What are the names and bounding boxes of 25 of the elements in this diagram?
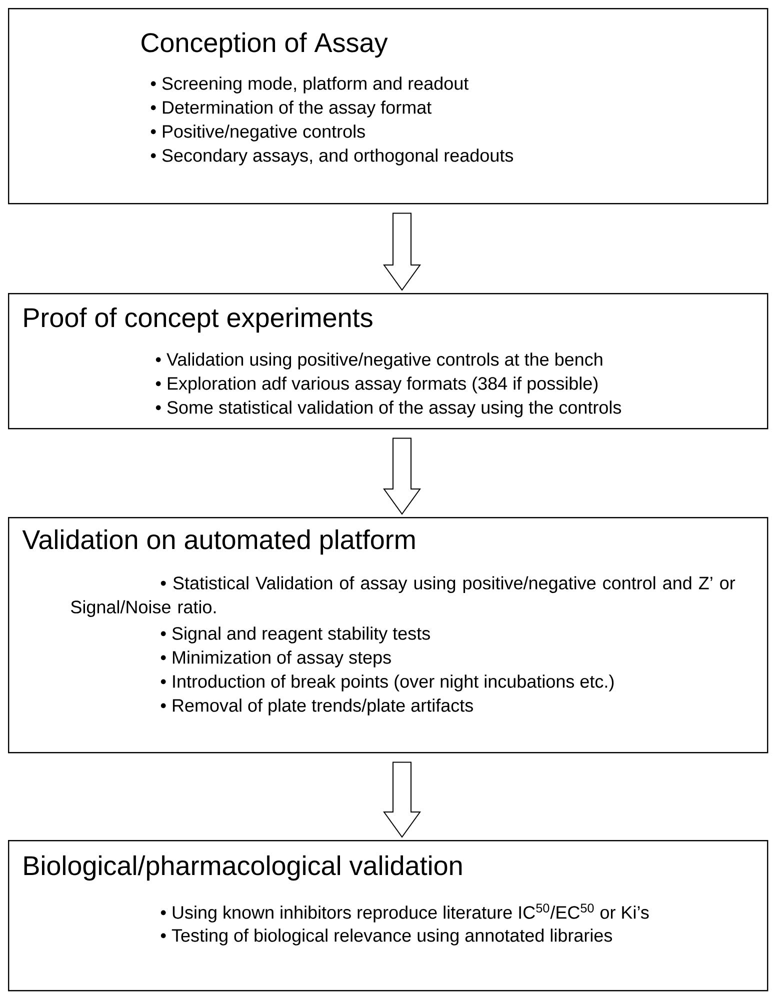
bullet-item: • Exploration adf various assay formats (384 if possible) (156, 376, 598, 394)
step-heading: Conception of Assay (142, 32, 388, 58)
bullet-item: • Secondary assays, and orthogonal readouts (150, 148, 514, 166)
step-heading: Validation on automated platform (22, 529, 415, 555)
block-arrow (383, 438, 421, 515)
process-box (8, 8, 768, 204)
block-arrow (383, 212, 421, 291)
bullet-item: • Screening mode, platform and readout (150, 76, 469, 94)
process-box (8, 293, 768, 430)
bullet-item: • Statistical Validation of assay using positive/negative control and Z’ or Signal/Noise ratio. (71, 576, 736, 617)
bullet-item: • Validation using positive/negative controls at the bench (156, 352, 602, 370)
bullet-item: • Determination of the assay format (150, 100, 432, 118)
bullet-item: • Removal of plate trends/plate artifacts (160, 698, 473, 716)
bullet-item: • Signal and reagent stability tests (160, 626, 430, 644)
bullet-item: • Introduction of break points (over night incubations etc.) (160, 674, 614, 692)
process-box (8, 517, 768, 754)
bullet-item: • Testing of biological relevance using annotated libraries (160, 928, 612, 946)
process-box (8, 840, 768, 992)
step-heading: Biological/pharmacological validation (24, 855, 462, 881)
bullet-item: • Minimization of assay steps (160, 650, 391, 668)
step-heading: Proof of concept experiments (24, 307, 372, 333)
bullet-item: • Positive/negative controls (150, 124, 365, 142)
bullet-item: • Using known inhibitors reproduce literature IC$^{50}$/EC$^{50}$ or Ki’s (160, 904, 649, 922)
block-arrow (383, 762, 421, 838)
bullet-item: • Some statistical validation of the assay using the controls (156, 400, 622, 418)
